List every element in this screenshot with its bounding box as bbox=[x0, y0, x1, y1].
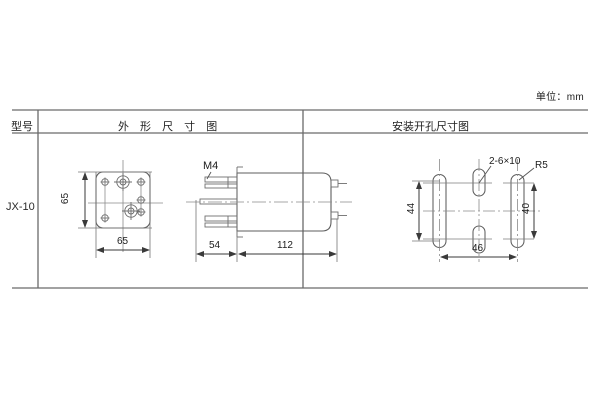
dim-front-height: 65 bbox=[60, 192, 72, 205]
label-radius-r5: R5 bbox=[535, 160, 548, 171]
label-thread-m4: M4 bbox=[203, 160, 219, 172]
dim-front-width: 65 bbox=[117, 236, 129, 247]
front-plate-large-holes bbox=[114, 173, 140, 220]
table-header-model: 型号 bbox=[11, 121, 33, 133]
mounting-hole-view bbox=[412, 159, 540, 262]
dim-body-length: 112 bbox=[277, 240, 293, 251]
table-grid bbox=[12, 109, 588, 289]
table-header-mounting: 安装开孔尺寸图 bbox=[392, 121, 469, 133]
dim-overall-height: 44 bbox=[406, 202, 418, 215]
unit-note: 单位：mm bbox=[535, 92, 584, 103]
front-plate-view bbox=[78, 160, 163, 258]
dim-slot-height: 40 bbox=[521, 202, 533, 215]
table-header-outline: 外 形 尺 寸 图 bbox=[118, 121, 222, 133]
table-cell-model-value: JX-10 bbox=[6, 201, 35, 213]
side-body-view bbox=[186, 166, 352, 262]
label-slot-spec: 2-6×10 bbox=[489, 156, 521, 167]
dim-center-distance: 46 bbox=[472, 243, 484, 254]
dim-terminal-length: 54 bbox=[209, 240, 221, 251]
